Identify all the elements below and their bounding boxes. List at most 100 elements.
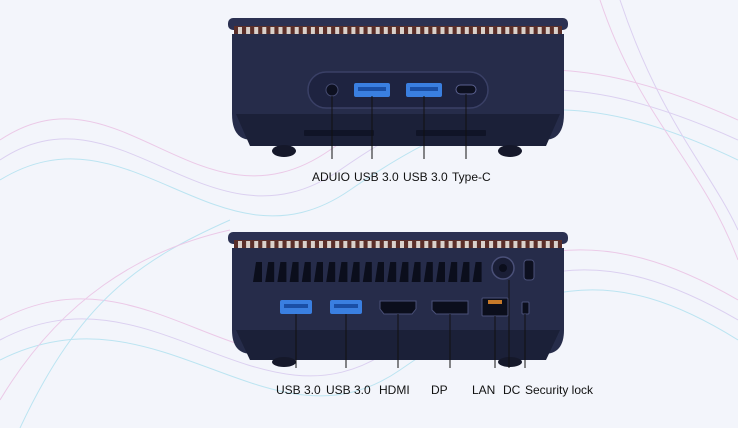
grille-slot (416, 241, 421, 249)
grille-slot (254, 27, 259, 35)
label-security-lock: Security lock (525, 383, 594, 397)
grille-slot (383, 27, 388, 35)
label-usb-rear-1: USB 3.0 (276, 383, 321, 397)
grille-slot (319, 27, 323, 35)
grille-slot (545, 27, 550, 35)
grille-slot (408, 27, 413, 35)
vent-slot (338, 262, 348, 282)
grille-slot (400, 27, 404, 35)
grille-slot (278, 241, 283, 249)
vent-slot (460, 262, 470, 282)
grille-slot (391, 241, 396, 249)
vent-slot (253, 262, 262, 282)
grille-slot (448, 27, 453, 35)
label-dp: DP (431, 383, 448, 397)
grille-slot (553, 27, 558, 35)
rubber-foot (498, 145, 522, 157)
grille-slot (294, 27, 299, 35)
grille-slot (294, 241, 299, 249)
grille-slot (262, 241, 267, 249)
grille-slot (286, 241, 291, 249)
grille-slot (416, 27, 421, 35)
grille-slot (537, 27, 542, 35)
grille-slot (246, 241, 251, 249)
grille-slot (375, 241, 380, 249)
grille-slot (367, 241, 372, 249)
grille-slot (489, 27, 494, 35)
label-hdmi: HDMI (379, 383, 410, 397)
grille-slot (238, 27, 242, 35)
grille-slot (529, 27, 534, 35)
grille-slot (359, 241, 364, 249)
cooling-grille-top (234, 26, 562, 36)
grille-slot (270, 241, 275, 249)
grille-slot (254, 241, 259, 249)
grille-slot (464, 27, 469, 35)
grille-slot (408, 241, 413, 249)
bottom-vent (416, 130, 486, 136)
mini-pc-rear-view (228, 232, 568, 368)
security-lock-slot (521, 301, 530, 315)
grille-slot (464, 241, 469, 249)
label-usb-front-1: USB 3.0 (354, 170, 399, 184)
grille-slot (262, 27, 267, 35)
grille-slot (481, 27, 485, 35)
grille-slot (505, 241, 510, 249)
grille-slot (472, 241, 477, 249)
grille-slot (327, 241, 332, 249)
vent-slot (289, 262, 299, 282)
vent-slot (277, 262, 287, 282)
label-type-c: Type-C (452, 170, 491, 184)
grille-slot (302, 241, 307, 249)
grille-slot (286, 27, 291, 35)
grille-slot (310, 241, 315, 249)
grille-slot (497, 27, 502, 35)
grille-slot (278, 27, 283, 35)
vent-slot (375, 262, 384, 282)
label-usb-front-2: USB 3.0 (403, 170, 448, 184)
label-dc: DC (503, 383, 521, 397)
grille-slot (432, 27, 437, 35)
grille-slot (440, 241, 445, 249)
grille-slot (327, 27, 332, 35)
grille-slot (310, 27, 315, 35)
bottom-vent (304, 130, 374, 136)
grille-slot (424, 27, 429, 35)
label-usb-rear-2: USB 3.0 (326, 383, 371, 397)
usb-c-port (455, 84, 477, 95)
grille-slot (391, 27, 396, 35)
grille-slot (432, 241, 437, 249)
vent-slot (265, 262, 275, 282)
grille-slot (319, 241, 323, 249)
grille-slot (343, 241, 348, 249)
grille-slot (456, 241, 461, 249)
grille-slot (383, 241, 388, 249)
grille-slot (400, 241, 404, 249)
grille-slot (302, 27, 307, 35)
grille-slot (456, 27, 461, 35)
label-audio: ADUIO (312, 170, 351, 184)
vent-slot (436, 262, 445, 282)
grille-slot (335, 27, 340, 35)
mini-pc-front-view (228, 18, 568, 159)
hdmi-port (379, 300, 417, 315)
grille-slot (359, 27, 364, 35)
rubber-foot (272, 357, 296, 367)
grille-slot (335, 241, 340, 249)
vent-slot (314, 262, 323, 282)
audio-jack (325, 83, 339, 97)
vent-slot (472, 262, 482, 282)
grille-slot (238, 241, 242, 249)
grille-slot (351, 241, 356, 249)
vent-slot (399, 262, 409, 282)
vent-slot (448, 262, 458, 282)
grille-slot (553, 241, 558, 249)
side-slot (523, 259, 535, 281)
grille-slot (529, 241, 534, 249)
grille-slot (497, 241, 502, 249)
grille-slot (521, 27, 526, 35)
vent-slot (423, 262, 433, 282)
displayport-port (431, 300, 469, 315)
rubber-foot (498, 357, 522, 367)
grille-slot (537, 241, 542, 249)
